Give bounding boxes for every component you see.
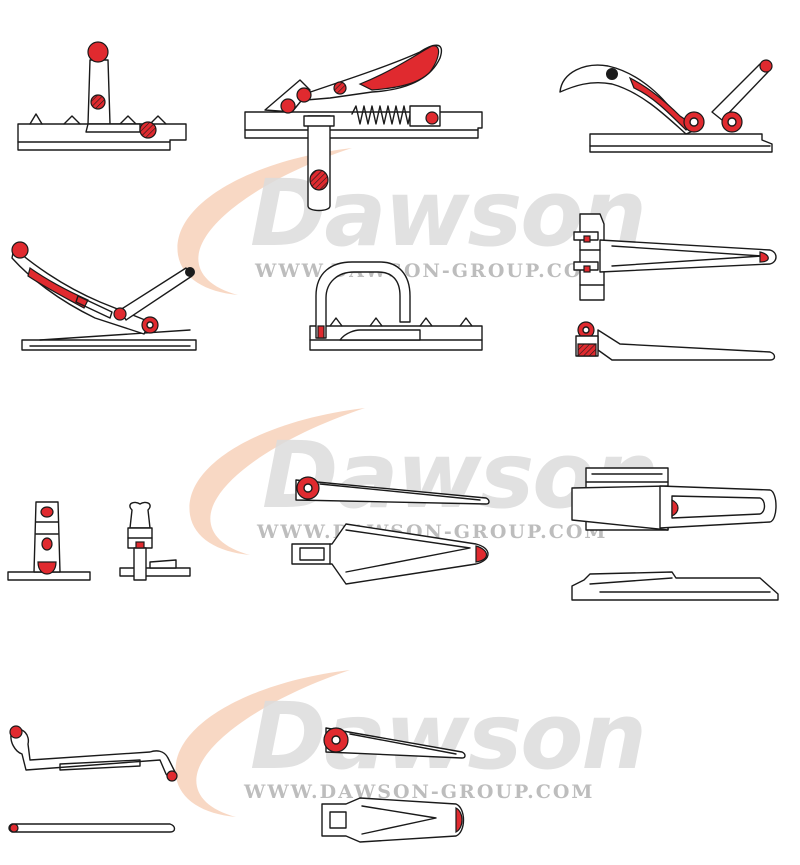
- latch-drawing-9: [571, 467, 779, 601]
- watermark-url: WWW.DAWSON-GROUP.COM: [243, 781, 594, 803]
- latch-drawing-4: [11, 241, 197, 351]
- latch-drawing-10: [8, 725, 178, 833]
- latch-drawing-2: [244, 44, 483, 212]
- latch-drawing-8: [291, 476, 490, 585]
- latch-drawing-6: [573, 213, 777, 361]
- watermark-1: Dawson WWW.DAWSON-GROUP.COM: [177, 148, 647, 295]
- latch-drawing-3: [559, 59, 773, 153]
- latch-drawing-5: [309, 261, 483, 351]
- watermark-url: WWW.DAWSON-GROUP.COM: [254, 260, 605, 282]
- latch-drawing-11: [321, 727, 466, 843]
- latch-drawing-1: [17, 41, 187, 151]
- latch-drawing-7: [7, 501, 191, 581]
- watermark-3: Dawson WWW.DAWSON-GROUP.COM: [175, 670, 647, 817]
- watermark-brand: Dawson: [250, 683, 645, 790]
